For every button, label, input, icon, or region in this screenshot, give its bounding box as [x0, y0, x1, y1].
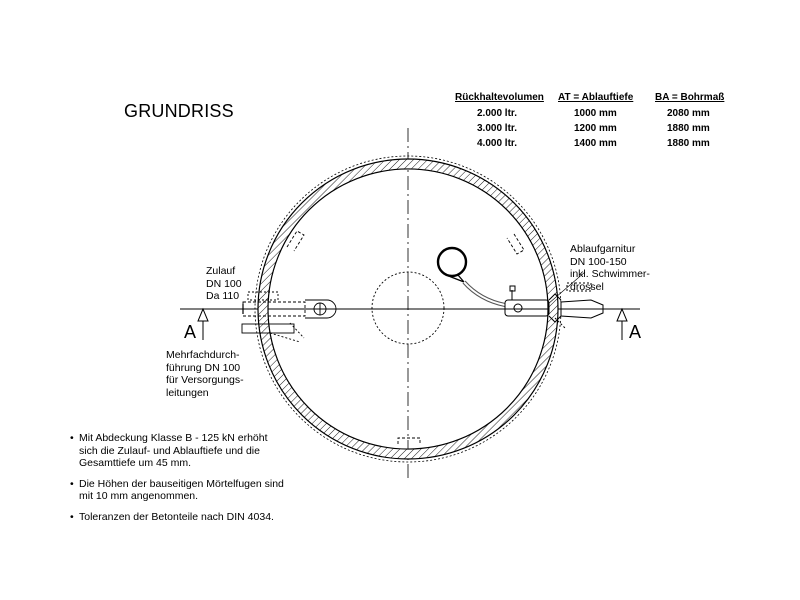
table-cell: 1880 mm	[667, 138, 710, 149]
multi-passage-pipe	[241, 322, 305, 343]
note-item: Toleranzen der Betonteile nach DIN 4034.	[70, 511, 284, 524]
table-header-volume: Rückhaltevolumen	[455, 92, 544, 103]
table-cell: 1400 mm	[574, 138, 617, 149]
section-label-right: A	[629, 322, 642, 342]
label-mehrfachdurchfuehrung: Mehrfachdurch- führung DN 100 für Versor…	[166, 349, 244, 399]
table-cell: 2.000 ltr.	[477, 108, 518, 119]
table-cell: 3.000 ltr.	[477, 123, 518, 134]
inlet-pipe	[242, 291, 337, 319]
step-marker-bottom	[397, 437, 421, 444]
float-ball	[436, 246, 468, 278]
center-dotted-circle	[371, 271, 445, 345]
step-marker-left	[286, 230, 305, 252]
table-cell: 2080 mm	[667, 108, 710, 119]
page-title: GRUNDRISS	[124, 101, 234, 121]
outlet-assembly	[436, 246, 604, 329]
note-item: Die Höhen der bauseitigen Mörtelfugen si…	[70, 478, 284, 503]
label-ablaufgarnitur: Ablaufgarnitur DN 100-150 inkl. Schwimme…	[570, 243, 650, 293]
note-item: Mit Abdeckung Klasse B - 125 kN erhöht s…	[70, 432, 284, 470]
label-zulauf: Zulauf DN 100 Da 110	[206, 265, 242, 302]
table-header-depth: AT = Ablauftiefe	[558, 92, 634, 103]
outlet-leader-line	[547, 271, 586, 305]
table-header-bore: BA = Bohrmaß	[655, 92, 725, 103]
shaft-wall-ring	[257, 158, 559, 460]
section-arrow-left	[197, 307, 209, 340]
table-cell: 4.000 ltr.	[477, 138, 518, 149]
notes-list: Mit Abdeckung Klasse B - 125 kN erhöht s…	[70, 432, 284, 531]
section-arrow-right	[616, 307, 628, 340]
step-marker-right	[506, 233, 525, 255]
table-cell: 1200 mm	[574, 123, 617, 134]
table-cell: 1000 mm	[574, 108, 617, 119]
table-cell: 1880 mm	[667, 123, 710, 134]
section-label-left: A	[184, 322, 197, 342]
